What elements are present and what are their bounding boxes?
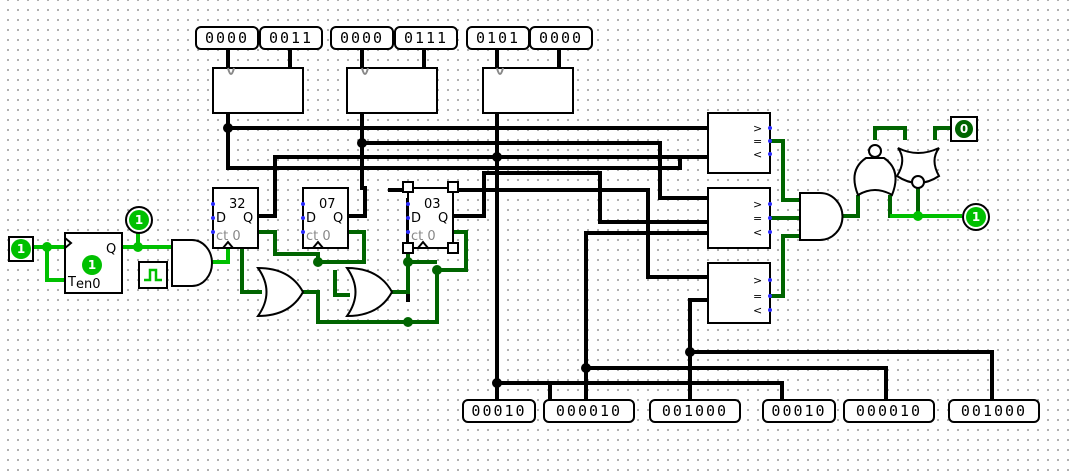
junctions [223, 123, 695, 388]
clock-input[interactable] [138, 261, 168, 289]
latch-output-led: 0 [955, 120, 973, 138]
bottom-probe-3: 001000 [649, 399, 741, 423]
bottom-probe-1: 00010 [462, 399, 536, 423]
comparator-3-lt: < [753, 304, 763, 317]
input-pin[interactable]: 1 [8, 236, 34, 262]
counter-output-led: 1 [125, 206, 153, 234]
register-3-value: 03 [424, 197, 441, 212]
register-1-ct: ct 0 [216, 229, 241, 244]
comparator-1-eq: = [753, 135, 763, 148]
bottom-probe-6: 001000 [948, 399, 1040, 423]
register-3-q: Q [438, 211, 449, 226]
latch-gates[interactable] [853, 144, 941, 197]
comparator-2-eq: = [753, 212, 763, 225]
register-3-ct: ct 0 [411, 229, 436, 244]
top-probe-2-hi: 0000 [330, 26, 394, 50]
register-1-q: Q [243, 211, 254, 226]
register-1-value: 32 [229, 197, 246, 212]
register-2-q: Q [333, 211, 344, 226]
top-probe-3-hi: 0101 [466, 26, 530, 50]
counter-output-led-value: 1 [129, 210, 149, 230]
comparators[interactable] [707, 112, 771, 324]
register-1-d: D [216, 211, 227, 226]
register-2-d: D [306, 211, 317, 226]
bottom-probe-5: 000010 [843, 399, 935, 423]
comparator-3-eq: = [753, 290, 763, 303]
bottom-probe-4: 00010 [762, 399, 836, 423]
registers[interactable] [212, 181, 459, 254]
comparator-2-gt: > [753, 198, 763, 211]
bus-wires [226, 48, 994, 404]
register-3-d: D [411, 211, 422, 226]
signal-junctions [42, 211, 923, 327]
top-probe-1-hi: 0000 [195, 26, 259, 50]
top-probe-3-lo: 0000 [529, 26, 593, 50]
comparator-3-gt: > [753, 274, 763, 287]
top-probe-2-lo: 0111 [394, 26, 458, 50]
comparator-1-lt: < [753, 148, 763, 161]
comparator-1-gt: > [753, 122, 763, 135]
final-output-led: 1 [966, 207, 986, 227]
bottom-probe-2: 000010 [543, 399, 635, 423]
register-2-value: 07 [319, 197, 336, 212]
top-probe-1-lo: 0011 [259, 26, 323, 50]
splitters[interactable] [212, 67, 574, 114]
register-pin-dots [211, 202, 410, 234]
counter-value-led: 1 [82, 255, 102, 275]
counter-en-label: en0 [76, 277, 101, 292]
and-gate-compare[interactable] [799, 192, 844, 241]
register-2-ct: ct 0 [306, 229, 331, 244]
counter-t-label: T [68, 275, 76, 290]
or-gates[interactable] [256, 266, 394, 318]
and-gate-clock[interactable] [171, 239, 213, 287]
counter-q-label: Q [106, 242, 117, 257]
comparator-pin-dots [768, 126, 772, 312]
comparator-2-lt: < [753, 226, 763, 239]
latch-output-pin: 0 [950, 116, 978, 142]
input-pin-led: 1 [11, 239, 31, 259]
final-output-pin: 1 [962, 203, 990, 231]
